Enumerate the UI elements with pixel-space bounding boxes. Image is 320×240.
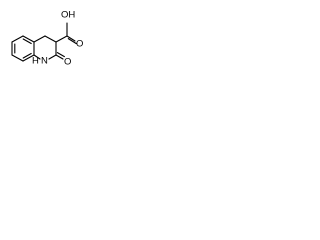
- bond-c2-o: [55, 54, 64, 60]
- bond-n1-c8a: [33, 54, 41, 60]
- bond-c8a-c4a: [22, 35, 35, 43]
- heterocycle-ring: [33, 35, 57, 60]
- lactam-carbonyl: [55, 52, 65, 60]
- double-bond-c8a-c4a-inner: [22, 38, 32, 45]
- bond-c7-c8: [22, 54, 35, 62]
- atom-label-acid-o: O: [76, 39, 83, 50]
- atom-label-hydrogen: H: [32, 56, 39, 67]
- bond-c4a-c4: [33, 35, 46, 43]
- double-bond-c2-o: [56, 52, 65, 58]
- atom-label-nitrogen: N: [41, 56, 48, 67]
- double-bond-cacid-o: [67, 38, 77, 45]
- bond-c4a-c5: [11, 35, 24, 43]
- double-bond-c7-c8-inner: [22, 52, 32, 59]
- bond-c4-c3: [44, 35, 57, 43]
- carboxylic-acid: [55, 22, 77, 45]
- bond-c2-n1: [48, 54, 57, 60]
- bond-c3-cacid: [55, 35, 68, 43]
- bond-c6-c7: [11, 54, 24, 62]
- atom-label-oh: OH: [61, 10, 75, 21]
- chemical-structure: OH O O N H: [11, 10, 83, 68]
- bond-cacid-o: [66, 35, 76, 42]
- atom-label-lactam-o: O: [64, 57, 71, 68]
- benzene-ring: [11, 35, 35, 62]
